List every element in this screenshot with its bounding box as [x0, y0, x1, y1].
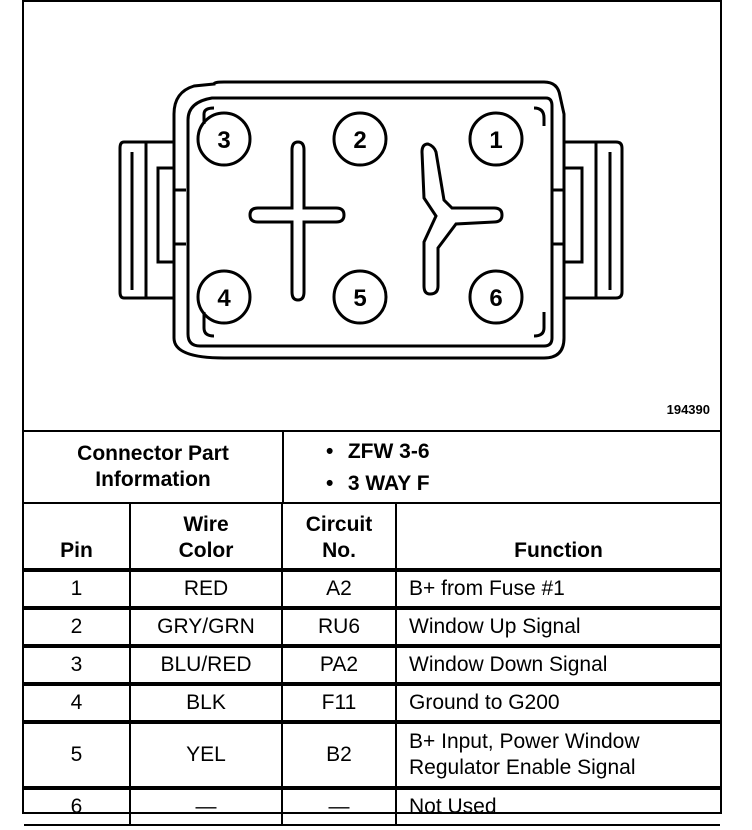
wire-color: —: [129, 786, 283, 826]
connector-info-item: • ZFW 3-6: [326, 440, 430, 464]
connector-face-diagram: 3 2 1 4 5 6: [118, 80, 624, 360]
circuit-number: B2: [281, 720, 397, 789]
pin-function: Window Down Signal: [395, 644, 720, 685]
pin-function-line1: B+ Input, Power Window: [409, 730, 640, 753]
table-row: 2 GRY/GRN RU6 Window Up Signal: [24, 606, 720, 647]
table-row: 4 BLK F11 Ground to G200: [24, 682, 720, 723]
pin-6-socket: [468, 269, 524, 325]
pin-5-label: 5: [353, 285, 366, 312]
pin-5-socket: [332, 269, 388, 325]
pin-2-socket: [332, 111, 388, 167]
wire-color: BLU/RED: [129, 644, 283, 685]
pin-number: 2: [24, 606, 131, 647]
table-row: 3 BLU/RED PA2 Window Down Signal: [24, 644, 720, 685]
connector-info-label-line1: Connector Part: [77, 442, 229, 465]
connector-figure: 3 2 1 4 5 6 194390: [24, 2, 720, 430]
bullet-icon: •: [326, 472, 334, 495]
pin-1-label: 1: [489, 127, 502, 154]
connector-info-section: Connector Part Information • ZFW 3-6 • 3…: [24, 430, 720, 502]
connector-info-label: Connector Part Information: [24, 432, 284, 502]
header-function: Function: [395, 502, 720, 571]
connector-document: 3 2 1 4 5 6 194390 Connector Part Inform…: [22, 0, 722, 826]
cross-key: [248, 140, 346, 302]
connector-type: 3 WAY F: [347, 472, 430, 495]
pin-4-label: 4: [217, 285, 231, 312]
header-wire-line2: Color: [178, 539, 234, 562]
pin-3-label: 3: [217, 127, 230, 154]
header-wire-color: Wire Color: [129, 502, 283, 571]
connector-info-values: • ZFW 3-6 • 3 WAY F: [286, 432, 718, 502]
connector-info-item: • 3 WAY F: [326, 472, 430, 496]
pin-function: Window Up Signal: [395, 606, 720, 647]
pin-table: Pin Wire Color Circuit No. Function 1 RE…: [24, 502, 720, 826]
figure-id: 194390: [666, 402, 710, 417]
header-pin: Pin: [24, 502, 131, 571]
pin-4-socket: [196, 269, 252, 325]
connector-info-label-line2: Information: [95, 468, 211, 491]
table-row: 5 YEL B2 B+ Input, Power Window Regulato…: [24, 720, 720, 789]
pin-function: B+ Input, Power Window Regulator Enable …: [395, 720, 720, 789]
pin-2-label: 2: [353, 127, 366, 154]
pin-1-socket: [468, 111, 524, 167]
header-circuit-line2: No.: [322, 539, 356, 562]
wire-color: RED: [129, 568, 283, 609]
header-circuit-no: Circuit No.: [281, 502, 397, 571]
pin-function: Ground to G200: [395, 682, 720, 723]
circuit-number: A2: [281, 568, 397, 609]
y-key: [420, 142, 504, 296]
pin-number: 5: [24, 720, 131, 789]
circuit-number: F11: [281, 682, 397, 723]
header-circuit-line1: Circuit: [305, 513, 373, 536]
header-wire-line1: Wire: [183, 513, 229, 536]
circuit-number: PA2: [281, 644, 397, 685]
pin-function-line2: Regulator Enable Signal: [409, 756, 636, 779]
connector-part-number: ZFW 3-6: [347, 440, 430, 463]
pin-3-socket: [196, 111, 252, 167]
pin-6-label: 6: [489, 285, 502, 312]
pin-function: B+ from Fuse #1: [395, 568, 720, 609]
pin-number: 6: [24, 786, 131, 826]
bullet-icon: •: [326, 440, 334, 463]
pin-table-header: Pin Wire Color Circuit No. Function: [24, 502, 720, 571]
circuit-number: RU6: [281, 606, 397, 647]
wire-color: GRY/GRN: [129, 606, 283, 647]
wire-color: BLK: [129, 682, 283, 723]
pin-number: 4: [24, 682, 131, 723]
wire-color: YEL: [129, 720, 283, 789]
circuit-number: —: [281, 786, 397, 826]
pin-function: Not Used: [395, 786, 720, 826]
table-row: 6 — — Not Used: [24, 786, 720, 826]
table-row: 1 RED A2 B+ from Fuse #1: [24, 568, 720, 609]
pin-number: 1: [24, 568, 131, 609]
pin-number: 3: [24, 644, 131, 685]
